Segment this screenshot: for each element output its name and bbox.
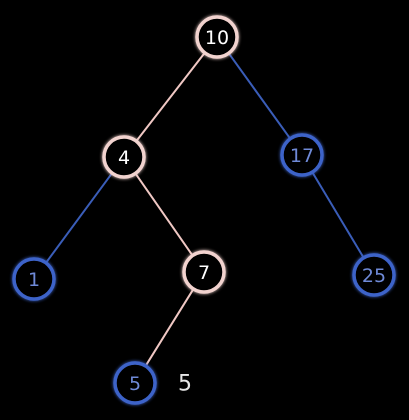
tree-edge-n10-n17 [228,53,291,139]
side-label-value: 5 [178,372,192,397]
tree-node-25: 25 [352,253,396,297]
tree-node-value: 1 [28,269,40,291]
tree-node-5: 5 [113,361,157,405]
tree-node-7: 7 [182,250,226,294]
tree-node-circle [280,133,324,177]
tree-node-value: 17 [290,145,314,167]
tree-edge-n4-n1 [46,173,112,263]
tree-node-value: 10 [205,27,229,49]
tree-node-circle [182,250,226,294]
tree-node-value: 5 [129,373,141,395]
tree-node-value: 7 [198,262,210,284]
tree-node-4: 4 [102,135,146,179]
tree-node-circle [12,257,56,301]
tree-node-value: 4 [118,147,130,169]
tree-node-circle [113,361,157,405]
tree-edge-n10-n4 [136,53,205,141]
tree-node-10: 10 [195,15,239,59]
tree-edge-n7-n5 [145,289,194,366]
tree-edge-n17-n25 [312,172,364,258]
tree-node-circle [352,253,396,297]
tree-edge-n4-n7 [135,174,193,255]
tree-node-17: 17 [280,133,324,177]
tree-node-circle [195,15,239,59]
tree-node-circle [102,135,146,179]
tree-node-1: 1 [12,257,56,301]
tree-edges [46,53,364,366]
tree-node-value: 25 [362,265,386,287]
